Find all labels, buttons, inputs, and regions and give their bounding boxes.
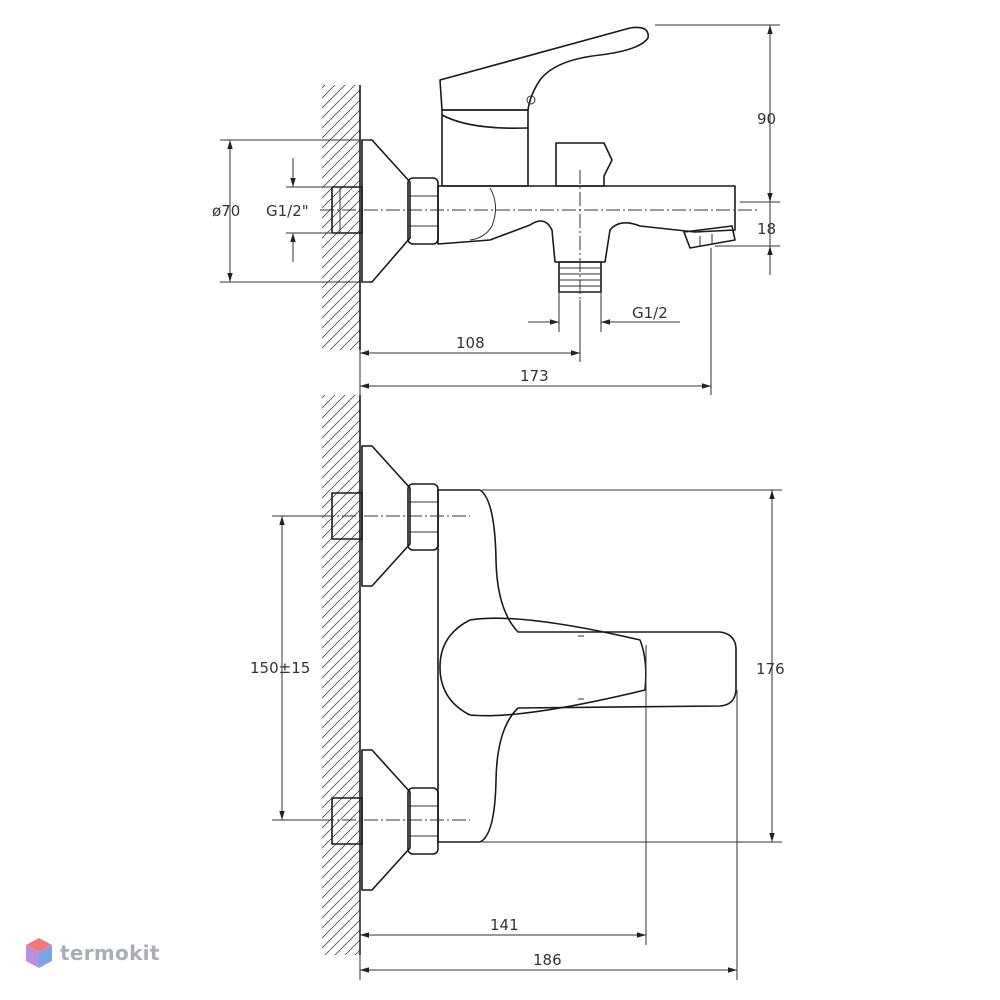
dim-flange-diameter: ø70	[212, 202, 240, 220]
dim-total-depth: 173	[520, 367, 549, 385]
dim-height-top: 90	[757, 110, 776, 128]
brand-name: termokit	[60, 941, 160, 965]
brand-logo: termokit	[24, 936, 160, 970]
dim-overall-depth: 186	[533, 951, 562, 969]
side-view	[320, 26, 760, 350]
dim-inlet-thread: G1/2"	[266, 202, 309, 220]
wall-hatch-bottom	[322, 395, 360, 955]
cube-logo-icon	[26, 938, 52, 968]
dim-overall-height: 176	[756, 660, 785, 678]
wall-hatch-top	[322, 85, 360, 350]
dim-inlet-spacing: 150±15	[250, 659, 310, 677]
side-view-dimensions: 90 18 ø70 G1/2" G1/2 108 173	[212, 24, 780, 395]
top-view	[320, 395, 737, 955]
dim-spout-height: 18	[757, 220, 776, 238]
dim-outlet-distance: 108	[456, 334, 485, 352]
dim-outlet-thread: G1/2	[632, 304, 668, 322]
top-view-dimensions: 176 150±15 141 186	[250, 489, 785, 980]
dim-handle-depth: 141	[490, 916, 519, 934]
